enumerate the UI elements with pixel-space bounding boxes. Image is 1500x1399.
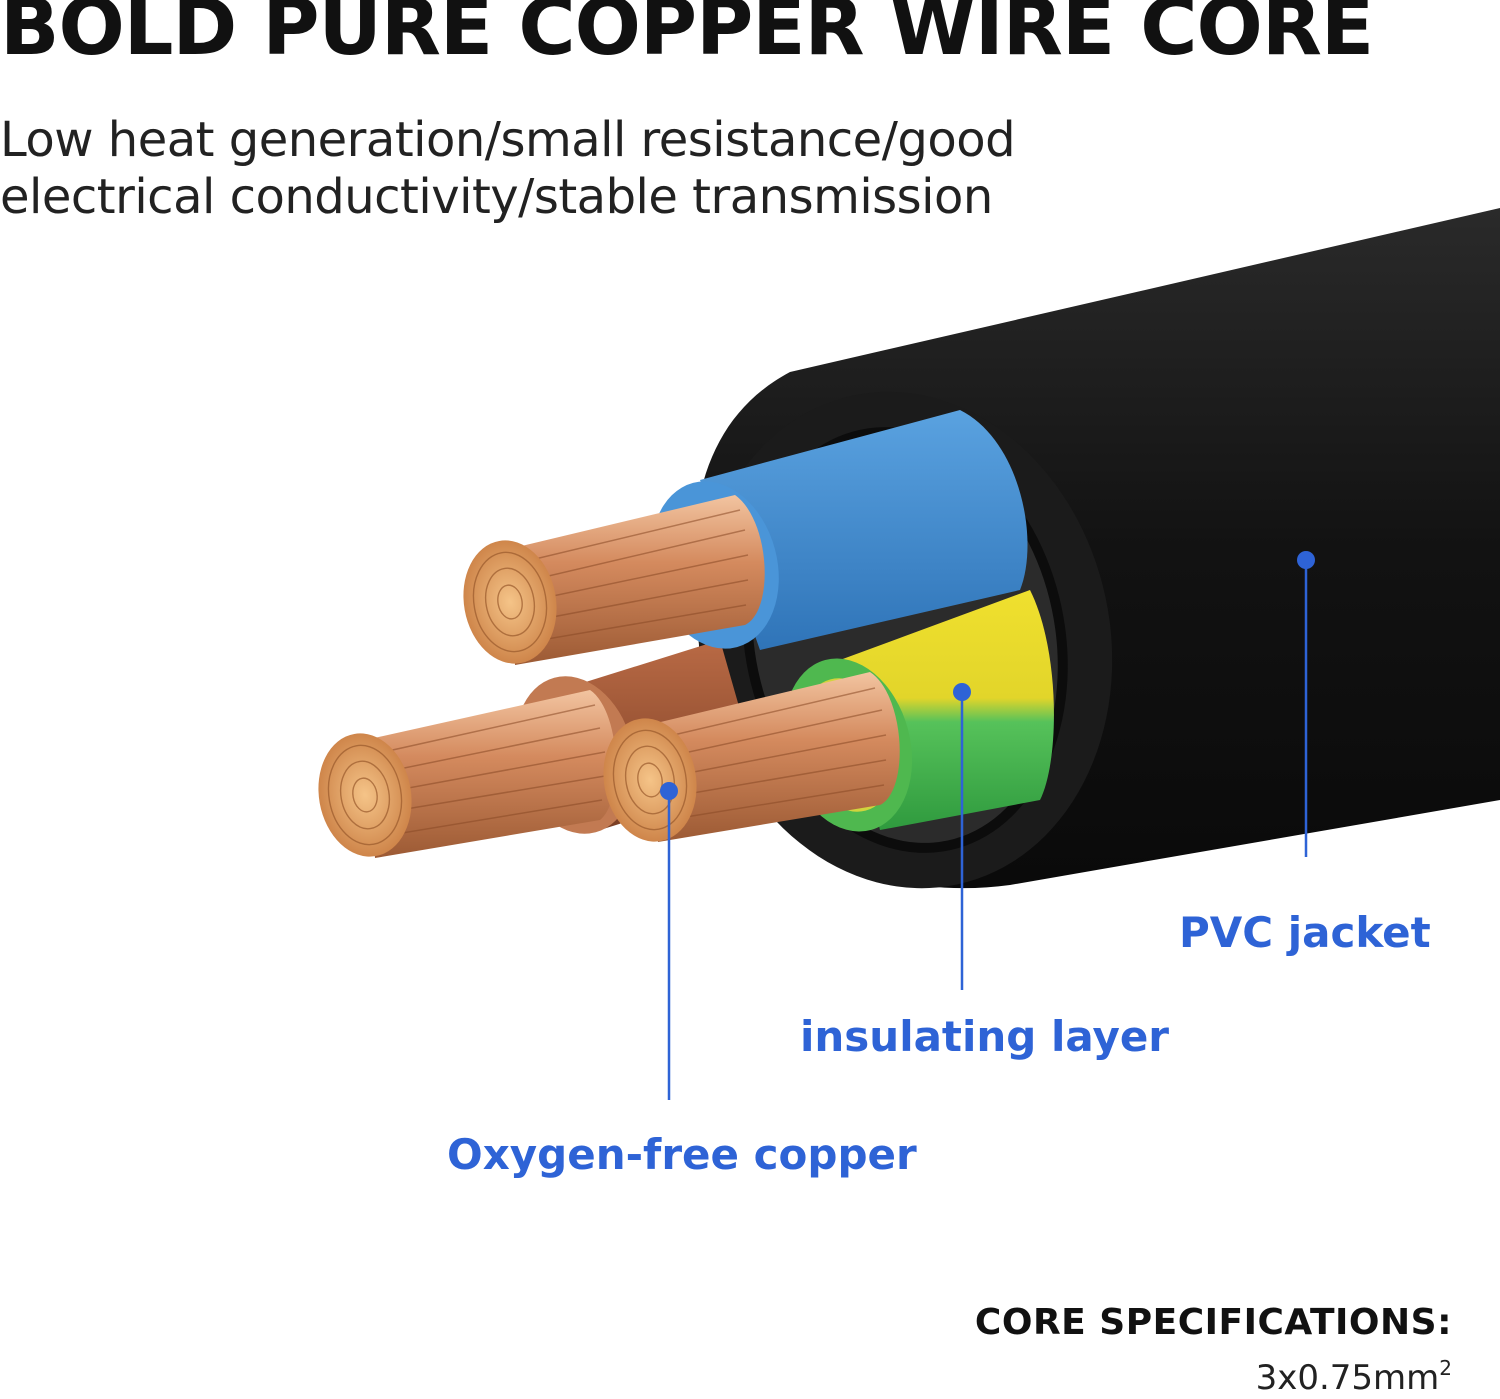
spec-value-exponent: 2 — [1439, 1356, 1452, 1380]
callout-pointer-copper — [660, 782, 678, 1100]
callout-label-pvc-jacket: PVC jacket — [1179, 908, 1431, 957]
page-title: BOLD PURE COPPER WIRE CORE — [0, 0, 1374, 73]
copper-conductor-top — [463, 495, 765, 665]
subtitle: Low heat generation/small resistance/goo… — [0, 112, 1016, 226]
callout-label-oxygen-free-copper: Oxygen-free copper — [447, 1130, 917, 1179]
callout-pointer-insulation — [953, 683, 971, 990]
callout-pointer-jacket — [1297, 551, 1315, 857]
copper-conductor-right — [603, 672, 900, 842]
copper-conductor-left — [318, 690, 617, 858]
callout-label-insulating-layer: insulating layer — [800, 1012, 1170, 1061]
core-specifications-value: 3x0.75mm2 — [1256, 1356, 1452, 1398]
spec-value-text: 3x0.75mm — [1255, 1358, 1440, 1398]
subtitle-line-2: electrical conductivity/stable transmiss… — [0, 169, 993, 225]
subtitle-line-1: Low heat generation/small resistance/goo… — [0, 112, 1016, 168]
core-specifications-label: CORE SPECIFICATIONS: — [974, 1302, 1452, 1343]
